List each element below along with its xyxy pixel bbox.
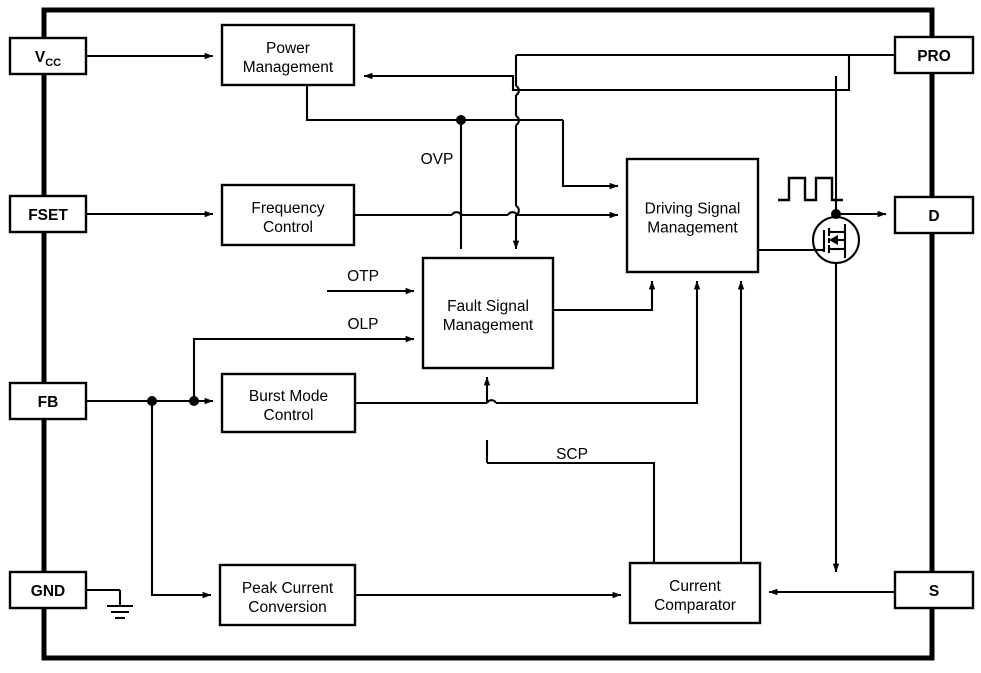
wiring — [86, 52, 895, 599]
pin-outline — [8, 36, 88, 76]
wire-fault-to-driving — [553, 280, 656, 312]
pin-d[interactable]: D — [893, 195, 975, 235]
wire-hop-1 — [451, 211, 462, 216]
ground-symbol — [107, 590, 133, 620]
pin-label: D — [928, 208, 939, 225]
block-label-line1: Peak Current — [242, 580, 334, 597]
block-label-line2: Conversion — [248, 599, 326, 616]
block-label-line1: Power — [266, 40, 310, 57]
mosfet-symbol — [811, 215, 861, 265]
wire-fb-to-peak-current — [150, 401, 212, 599]
block-label-line1: Driving Signal — [645, 201, 741, 218]
pin-gnd[interactable]: GND — [8, 570, 88, 610]
pin-pro[interactable]: PRO — [893, 35, 975, 75]
block-label-line2: Management — [647, 220, 738, 237]
signal-label-otp: OTP — [347, 268, 379, 285]
pin-label: GND — [31, 583, 65, 600]
signal-labels-layer: OVP OTP OLP SCP — [347, 151, 588, 463]
wire-power-to-driving — [561, 120, 619, 190]
signal-label-scp: SCP — [556, 446, 588, 463]
junction-ovp — [456, 115, 466, 125]
wire-hop-3 — [515, 85, 520, 96]
pin-label: FB — [38, 394, 59, 411]
junction-fb-2 — [189, 396, 199, 406]
pin-label: FSET — [28, 207, 68, 224]
block-label-line1: Fault Signal — [447, 298, 529, 315]
block-label-line1: Burst Mode — [249, 388, 328, 405]
pin-outline — [8, 194, 88, 234]
pin-label: VCC — [35, 49, 61, 69]
block-label-line2: Management — [243, 59, 334, 76]
wire-power-management-bottom — [305, 85, 563, 122]
pin-outline — [8, 570, 88, 610]
block-label-line2: Control — [263, 219, 313, 236]
block-label-line1: Current — [669, 578, 721, 595]
pin-outline — [893, 35, 975, 75]
block-label-line2: Control — [264, 407, 314, 424]
signal-label-olp: OLP — [347, 316, 378, 333]
block-label-line2: Management — [443, 317, 534, 334]
pin-fset[interactable]: FSET — [8, 194, 88, 234]
pin-label: PRO — [917, 48, 951, 65]
pin-outline — [893, 570, 975, 610]
junction-fb-1 — [147, 396, 157, 406]
pin-s[interactable]: S — [893, 570, 975, 610]
wire-scp-path — [487, 461, 656, 563]
wire-hop-5 — [515, 205, 520, 216]
block-outline — [628, 561, 762, 625]
pin-outline — [893, 195, 975, 235]
block-outline — [625, 157, 760, 274]
wire-hop-4 — [515, 115, 520, 126]
pwm-waveform — [778, 176, 843, 202]
block-outline — [421, 256, 555, 370]
pin-fb[interactable]: FB — [8, 381, 88, 421]
pin-label: S — [929, 583, 939, 600]
wire-olp-to-fault — [192, 335, 415, 401]
block-label-line1: Frequency — [251, 200, 324, 217]
pin-boxes-layer: VCC FSET FB GND PRO D S — [8, 35, 975, 610]
block-outline — [220, 23, 356, 87]
pin-vcc[interactable]: VCC — [8, 36, 88, 76]
block-label-line2: Comparator — [654, 597, 736, 614]
signal-label-ovp: OVP — [421, 151, 454, 168]
block-outline — [220, 183, 356, 247]
block-outline — [220, 372, 357, 434]
block-outline — [218, 563, 357, 627]
pin-outline — [8, 381, 88, 421]
ic-boundary — [41, 7, 935, 661]
wire-burst-to-driving — [496, 280, 701, 405]
